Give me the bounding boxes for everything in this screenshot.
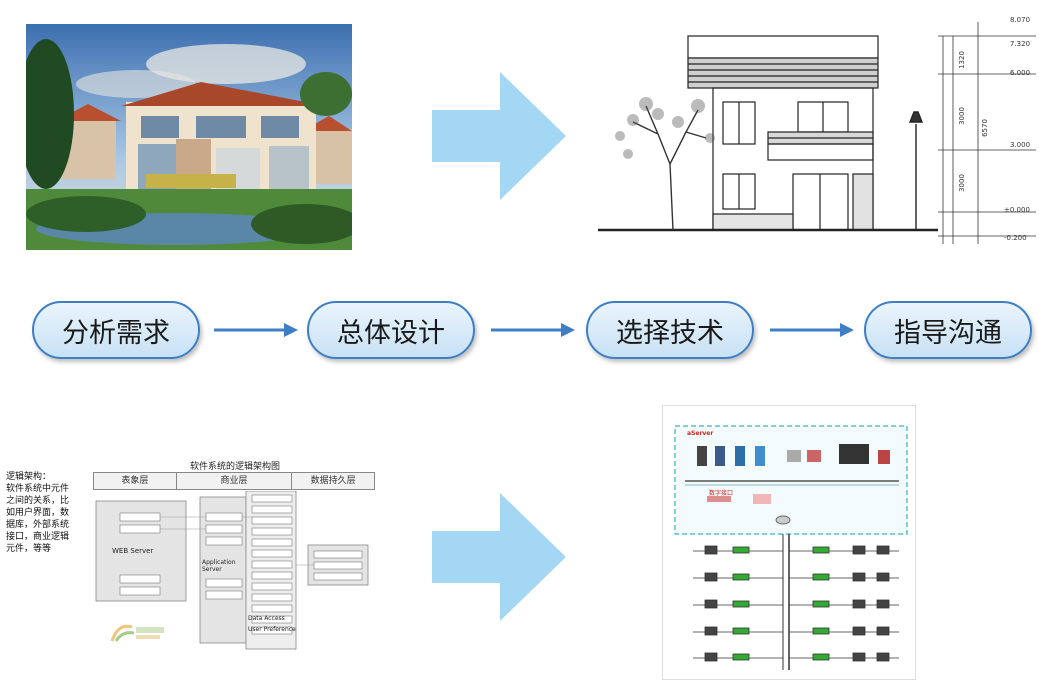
step-select-technology: 选择技术 xyxy=(586,301,754,359)
architecture-note: 逻辑架构： 软件系统中元件之间的关系，比如用户界面，数据库，外部系统接口，商业逻… xyxy=(6,472,70,554)
elevation-level: -0.200 xyxy=(1004,234,1027,242)
architecture-title: 软件系统的逻辑架构图 xyxy=(190,462,281,472)
elevation-level: ±0.000 xyxy=(1004,206,1030,214)
elevation-level: 6.000 xyxy=(1010,69,1031,77)
step-guide-communication: 指导沟通 xyxy=(864,301,1032,359)
tier-presentation: 表象层 xyxy=(94,473,177,489)
flow-arrow-icon xyxy=(770,323,854,337)
elevation-dim: 1320 xyxy=(957,51,966,69)
right-arrow-icon xyxy=(432,72,566,200)
network-top-label: aServer xyxy=(687,430,714,437)
elevation-dim: 3000 xyxy=(957,107,966,125)
software-architecture-diagram: 软件系统的逻辑架构图 逻辑架构： 软件系统中元件之间的关系，比如用户界面，数据库… xyxy=(0,455,382,650)
user-preference-label: User Preference xyxy=(248,626,296,633)
elevation-level: 7.320 xyxy=(1010,40,1031,48)
elevation-level: 8.070 xyxy=(1010,16,1031,24)
flow-arrow-icon xyxy=(214,323,298,337)
right-arrow-icon xyxy=(432,493,566,621)
logo-icon xyxy=(110,624,164,642)
network-interface-label: 数字接口 xyxy=(709,490,734,497)
network-topology-diagram: aServer 数字接口 xyxy=(662,405,916,680)
step-analyze-requirements: 分析需求 xyxy=(32,301,200,359)
elevation-level: 3.000 xyxy=(1010,141,1031,149)
tier-data: 数据持久层 xyxy=(310,476,356,486)
elevation-dim: 6570 xyxy=(980,119,989,137)
flow-arrow-icon xyxy=(491,323,575,337)
app-server-label: Application Server xyxy=(202,559,236,573)
data-access-label: Data Access xyxy=(248,615,285,622)
step-overall-design: 总体设计 xyxy=(307,301,475,359)
elevation-dim: 3000 xyxy=(957,174,966,192)
elevation-drawing: 8.070 7.320 6.000 3.000 ±0.000 -0.200 13… xyxy=(598,14,1036,250)
villa-photo xyxy=(26,24,352,250)
web-server-label: WEB Server xyxy=(112,547,154,555)
tier-business: 商业层 xyxy=(177,473,293,489)
